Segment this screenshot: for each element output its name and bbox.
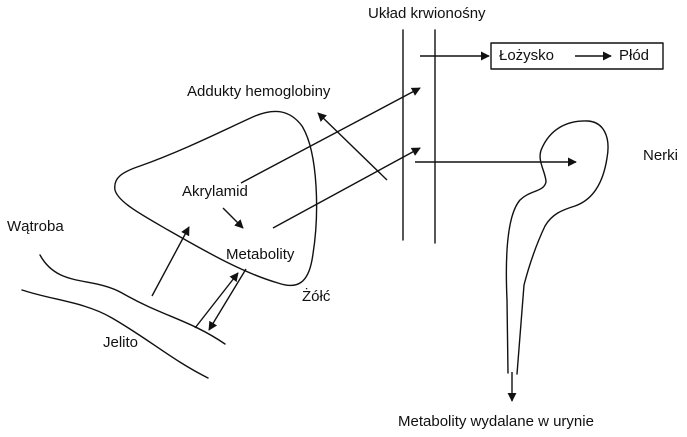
- arrow-acrylamide-to-bloodstream: [241, 88, 420, 183]
- bile-label: Żółć: [302, 288, 330, 306]
- hemoglobin-adducts-label: Addukty hemoglobiny: [187, 83, 330, 101]
- kidneys-label: Nerki: [643, 147, 678, 165]
- liver-label: Wątroba: [7, 218, 64, 236]
- intestine-label: Jelito: [103, 334, 138, 352]
- kidney-outline: [506, 121, 608, 374]
- acrylamide-label: Akrylamid: [182, 183, 248, 201]
- arrow-intestine-to-acrylamide: [152, 227, 189, 296]
- arrow-acrylamide-to-metabolites: [223, 208, 243, 228]
- bloodstream-label: Układ krwionośny: [368, 5, 486, 23]
- metabolites-label: Metabolity: [226, 246, 294, 264]
- arrow-metabolites-to-intestine: [209, 269, 246, 330]
- fetus-label: Płód: [619, 47, 649, 65]
- placenta-label: Łożysko: [499, 47, 554, 65]
- arrow-intestine-to-metabolites: [195, 273, 238, 328]
- arrow-metabolites-to-bloodstream: [273, 148, 420, 228]
- urine-metabolites-label: Metabolity wydalane w urynie: [398, 413, 594, 431]
